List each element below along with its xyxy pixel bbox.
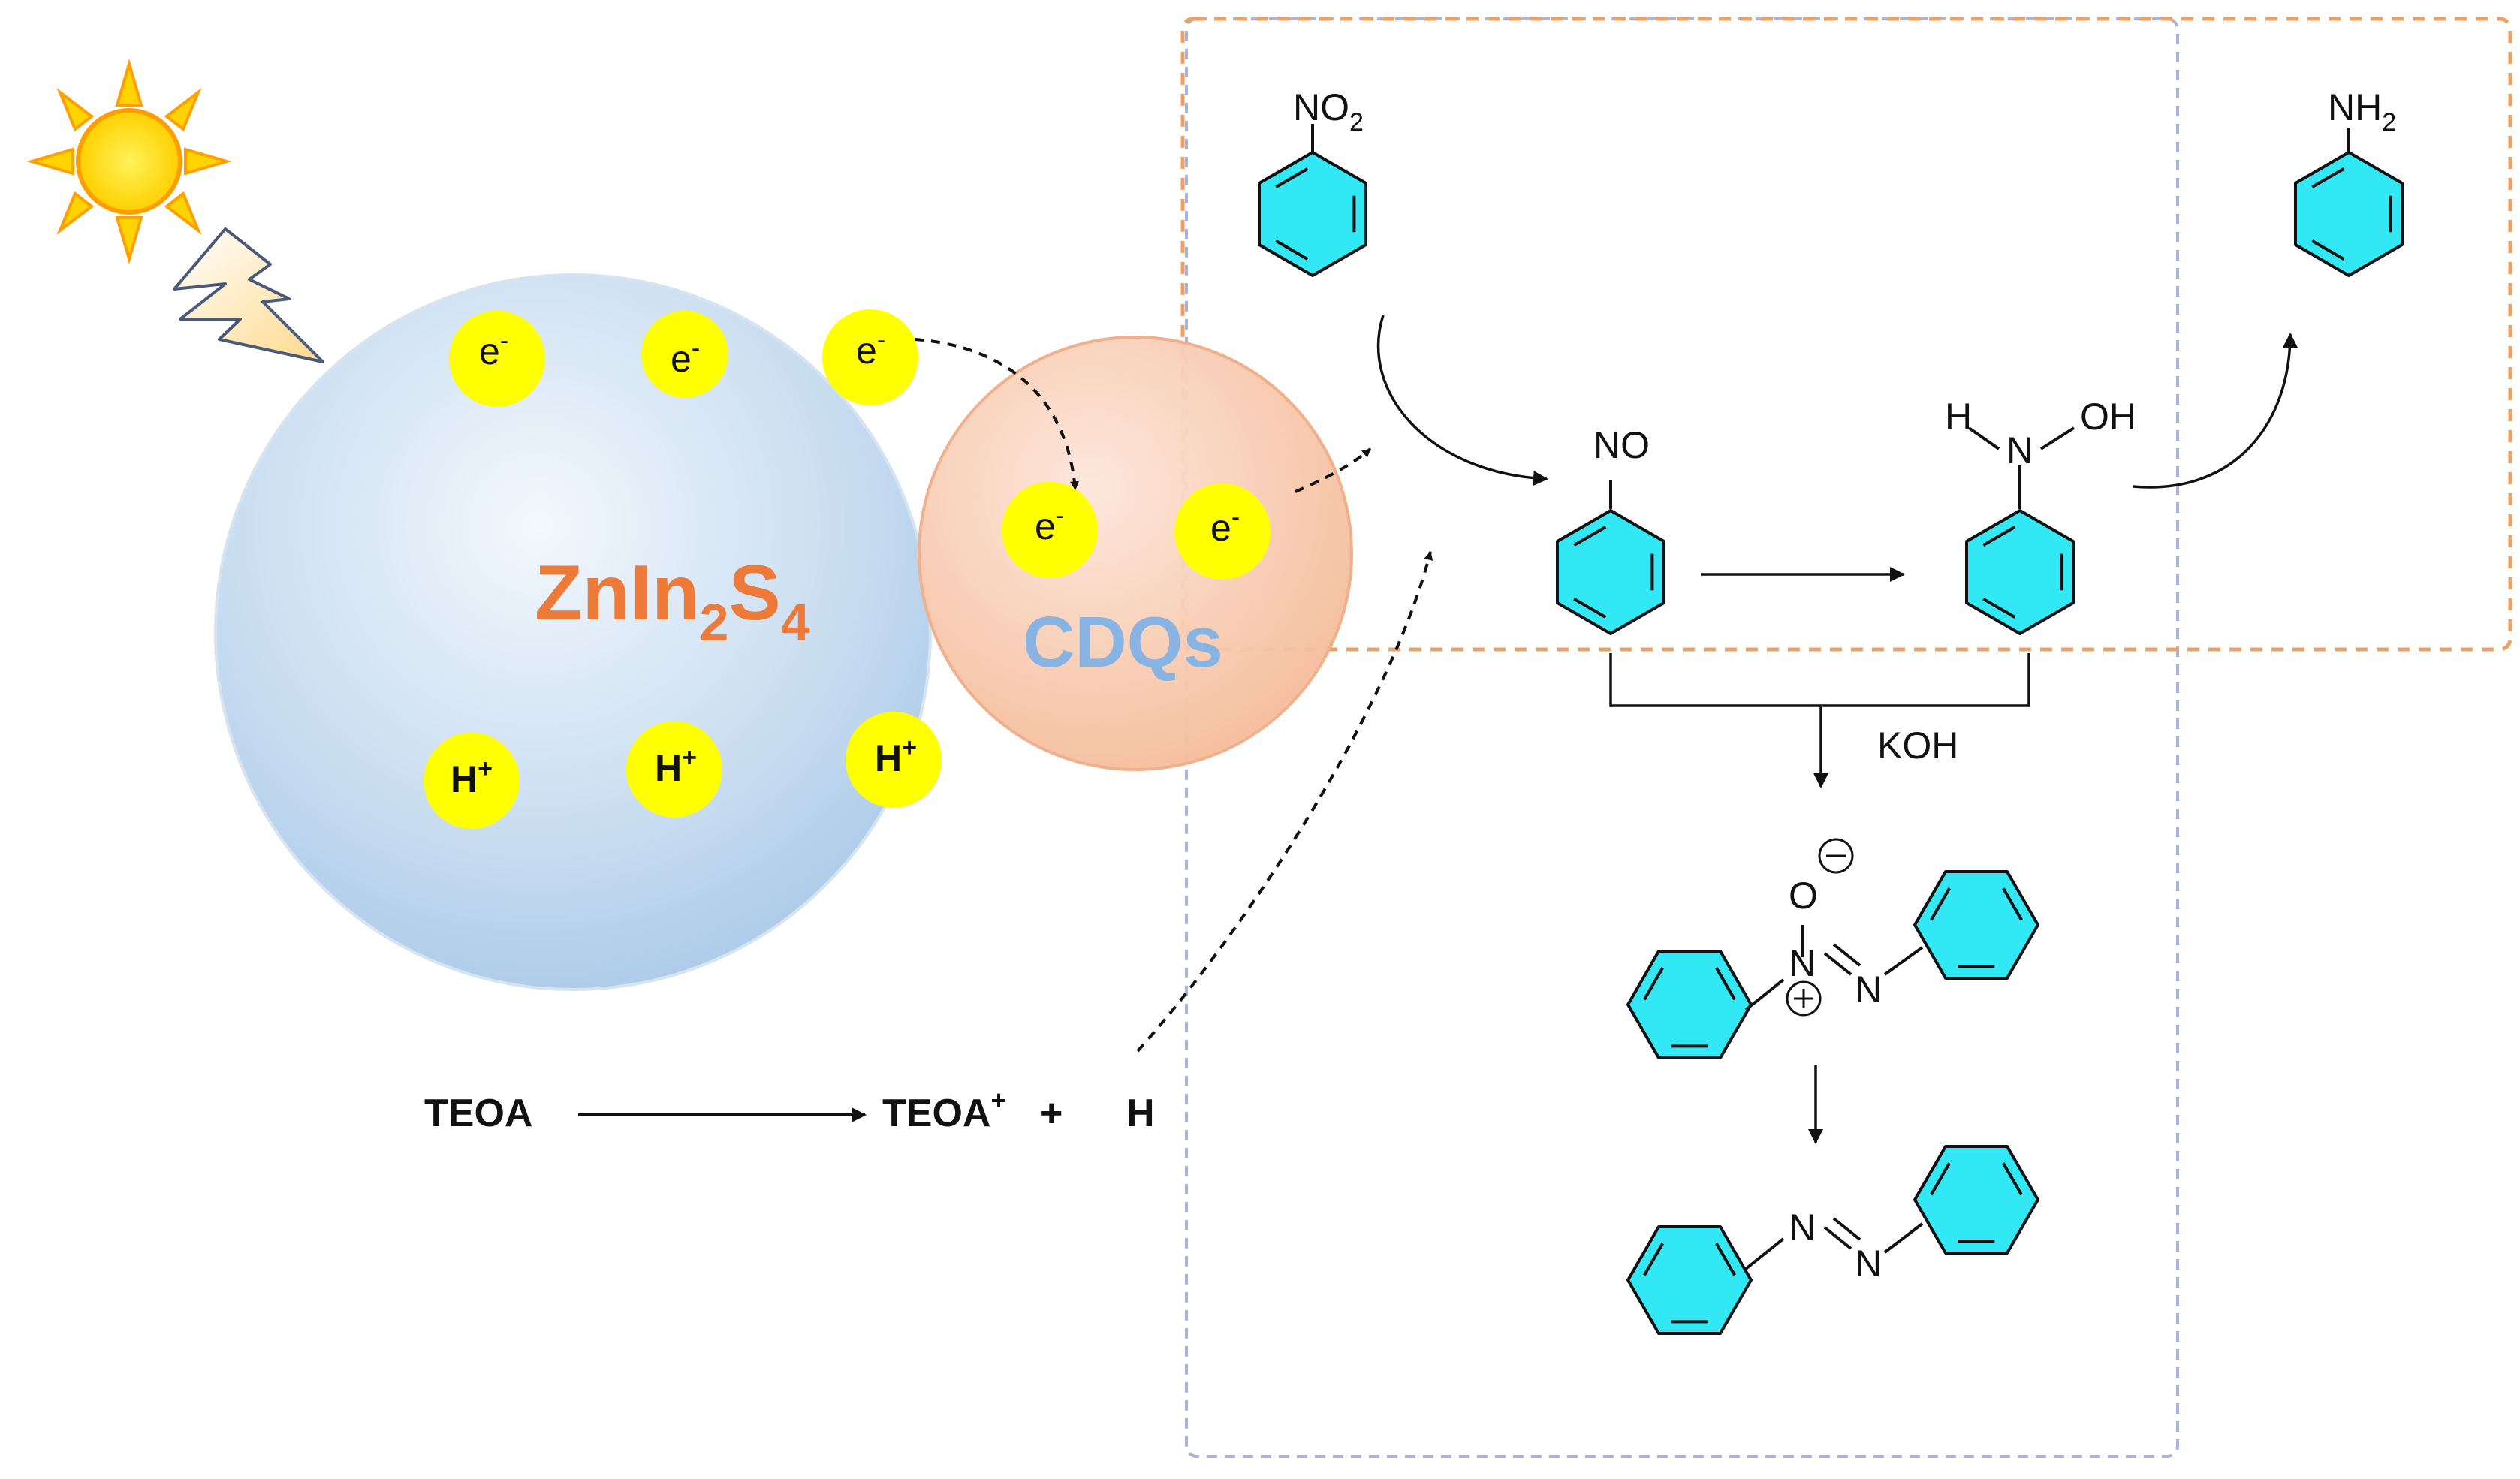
benzene-ring-hydroxylamine [1964,509,2075,635]
znin2s4-sphere [214,273,932,991]
product-region-box [1180,17,2512,652]
condensation-bracket [1609,653,2030,707]
koh-label: KOH [1877,724,1958,767]
svg-text:H+: H+ [875,733,917,779]
amine-label: NH2 [2328,86,2396,137]
hydroxylamine-h-label: H [1945,396,1972,438]
sun-icon [26,58,233,265]
svg-text:e-: e- [1035,502,1064,547]
hole: H+ [846,712,942,808]
nitro-to-nitroso-arrow [1376,315,1548,486]
benzene-ring-azo-right [1913,1144,2039,1255]
proton-label: H [1126,1092,1155,1135]
benzene-ring-nitrobenzene [1257,151,1368,277]
positive-charge-icon [1786,980,1822,1017]
svg-text:e-: e- [856,326,885,372]
azo-n2-label: N [1855,1243,1882,1285]
benzene-ring-aniline [2293,151,2404,277]
azoxy-n2-label: N [1855,968,1882,1011]
electron: e- [449,311,545,407]
nitro-label: NO2 [1293,86,1364,137]
electron: e- [1002,482,1098,578]
electron: e- [1174,483,1271,580]
teoa-radical-label: TEOA+ [882,1085,1006,1135]
benzene-ring-azoxy-right [1913,869,2039,980]
electron: e- [822,309,918,405]
substituent-bonds [1311,124,2350,1270]
nitroso-label: NO [1593,424,1650,466]
benzene-ring-nitroso [1555,509,1666,635]
benzene-ring-azoxy-left [1626,949,1753,1060]
cdqs-label: CDQs [1023,602,1223,682]
znin2s4-label: ZnIn2S4 [535,550,810,652]
hydroxylamine-to-amine-arrow [2132,333,2298,489]
teoa-label: TEOA [424,1092,532,1135]
svg-text:e-: e- [1210,503,1240,549]
azoxy-o-label: O [1789,875,1818,917]
negative-charge-icon [1818,838,1854,874]
hole: H+ [626,721,722,818]
azoxy-n1-label: N [1789,942,1816,984]
electron: e- [641,311,728,398]
hole: H+ [424,733,520,829]
azo-n1-label: N [1789,1206,1816,1249]
hydroxylamine-n-label: N [2006,429,2033,471]
hydroxylamine-oh-label: OH [2080,396,2136,438]
benzene-rings [1257,151,2404,1336]
lightning-bolt-icon [173,227,324,363]
cdqs-particle [918,336,1353,771]
electron-transfer-arrow [914,338,1079,491]
benzene-ring-azo-left [1626,1224,1753,1336]
proton-transfer-arrow [1136,550,1433,1053]
plus-sign: + [1040,1092,1063,1135]
svg-text:e-: e- [671,334,700,380]
svg-text:H+: H+ [451,755,493,800]
svg-text:H+: H+ [655,743,697,789]
svg-text:e-: e- [479,327,508,372]
